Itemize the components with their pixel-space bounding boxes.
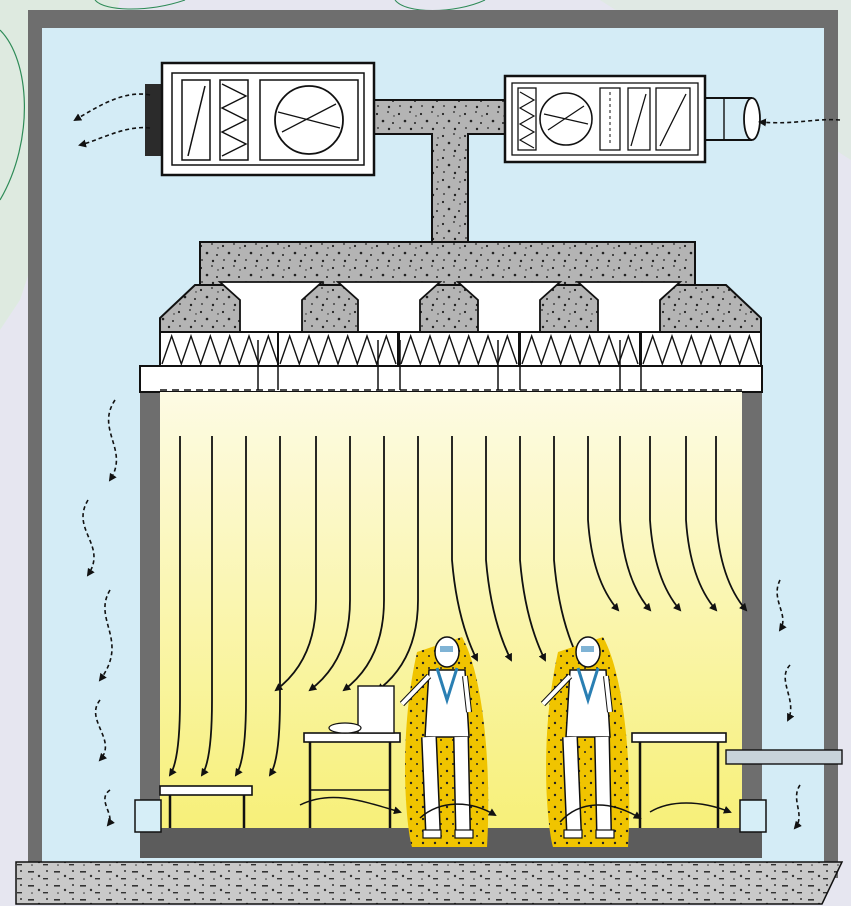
room-wall-left xyxy=(140,392,160,832)
workbench-1-top xyxy=(160,786,252,795)
operator-boot xyxy=(564,830,582,838)
workpiece-tray xyxy=(329,723,361,733)
hepa-filter-2 xyxy=(278,332,398,366)
fresh-air-intake-mouth xyxy=(744,98,760,140)
filter-grille xyxy=(140,366,762,392)
hepa-filter-1 xyxy=(160,332,280,366)
hepa-filter-3 xyxy=(399,332,519,366)
return-air-grille-left xyxy=(135,800,161,832)
operator-boot xyxy=(423,830,441,838)
workpiece-box xyxy=(358,686,394,733)
return-air-grille-right xyxy=(740,800,766,832)
operator-goggles xyxy=(581,646,594,652)
operator-boot xyxy=(455,830,473,838)
operator-boot xyxy=(596,830,614,838)
hepa-filter-4 xyxy=(520,332,640,366)
operator-goggles xyxy=(440,646,453,652)
workbench-3-top xyxy=(632,733,726,742)
floor-slab xyxy=(16,862,842,904)
hepa-filter-layer xyxy=(140,332,762,392)
workbench-2-top xyxy=(304,733,400,742)
process-exhaust-pipe xyxy=(726,750,842,764)
right-air-handler xyxy=(505,76,705,162)
room-wall-right xyxy=(742,392,762,832)
hepa-filter-5 xyxy=(641,332,761,366)
supply-header-duct xyxy=(200,242,695,285)
